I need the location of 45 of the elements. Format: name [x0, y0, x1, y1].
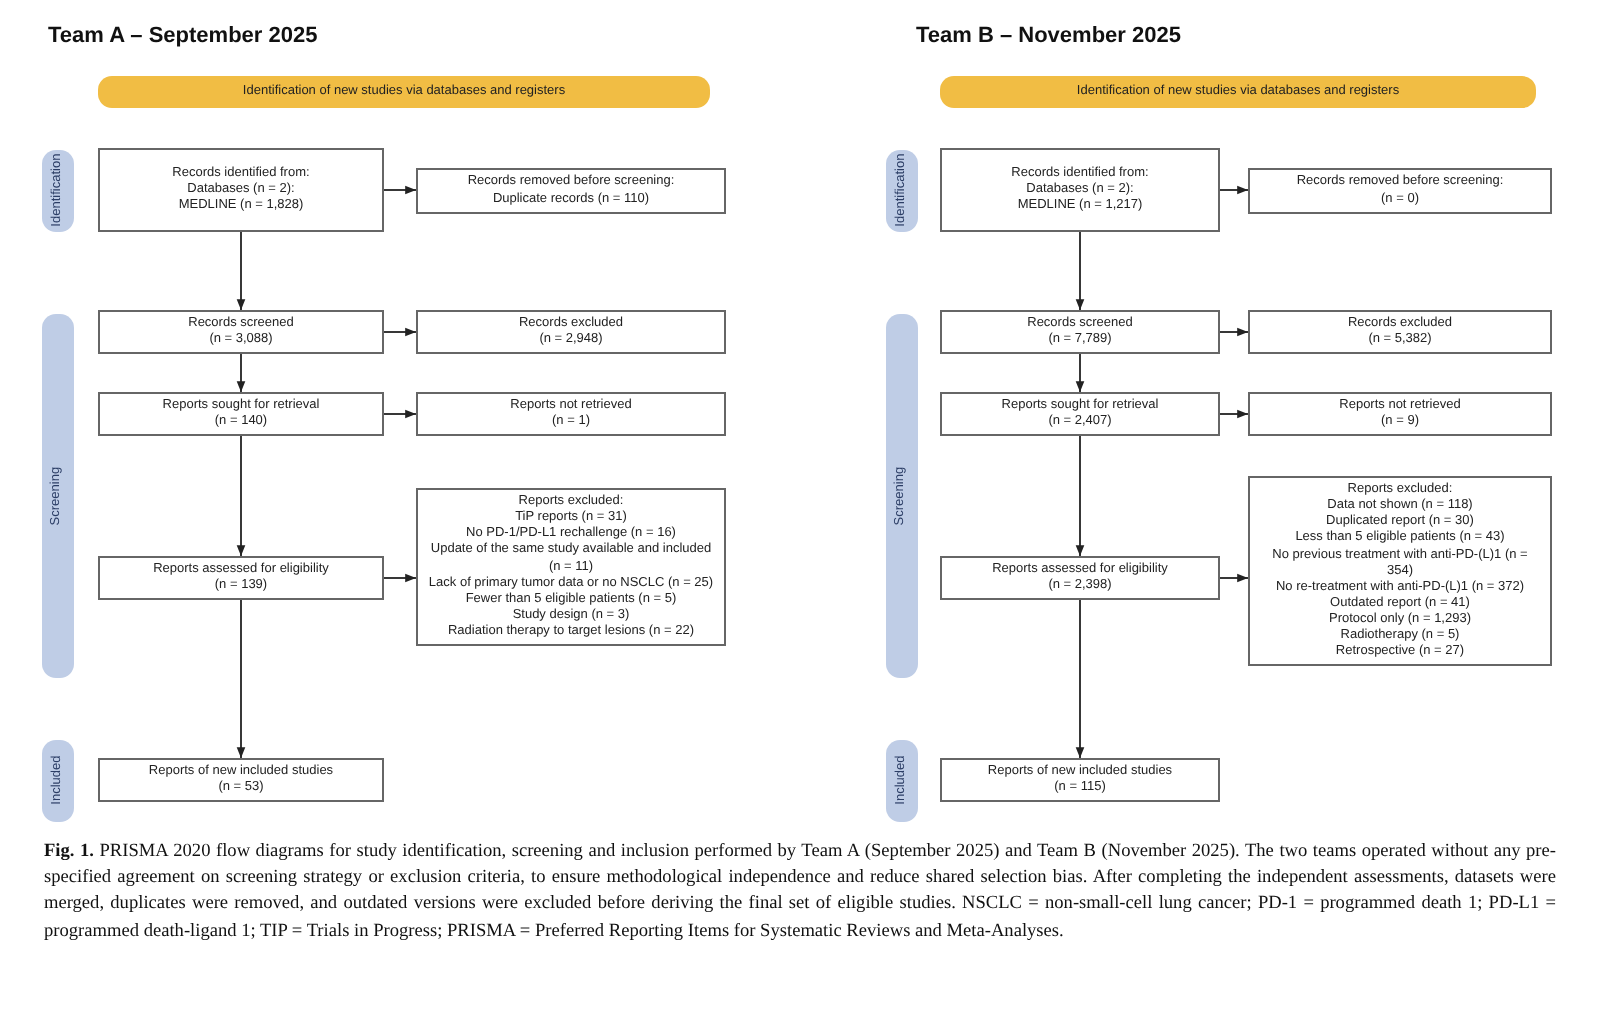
arrow — [236, 353, 246, 393]
panel-title: Team B – November 2025 — [916, 24, 1181, 48]
process-box — [416, 310, 726, 354]
phase-band — [886, 314, 918, 678]
panel-title: Team A – September 2025 — [48, 24, 318, 48]
process-box — [416, 488, 726, 647]
arrow — [383, 327, 417, 337]
arrow — [1219, 327, 1249, 337]
arrow — [236, 435, 246, 557]
figure-caption: Fig. 1. PRISMA 2020 flow diagrams for study identification, screening and inclusion performed by Team A (September 2025) and Team B (November 2025). The two teams operated without any pre-specified agreement on screening strategy or exclusion criteria, to ensure methodological independence and reduce shared selection bias. After completing the independent assessments, datasets were merged, duplicates were removed, and outdated versions were excluded before deriving the final set of eligible studies. NSCLC = non-small-cell lung cancer; PD-1 = programmed death 1; PD-L1 = programmed death-ligand 1; TIP = Trials in Progress; PRISMA = Preferred Reporting Items for Systematic Reviews and Meta-Analyses. — [44, 840, 1556, 946]
arrow — [1219, 409, 1249, 419]
arrow — [383, 573, 417, 583]
arrow — [383, 185, 417, 195]
process-box — [98, 310, 384, 354]
process-box — [98, 148, 384, 232]
process-box — [940, 392, 1220, 436]
process-box — [1248, 310, 1552, 354]
phase-band — [42, 740, 74, 822]
section-banner — [940, 76, 1536, 108]
process-box — [1248, 476, 1552, 667]
arrow — [236, 599, 246, 759]
phase-band — [886, 150, 918, 232]
arrow — [1075, 599, 1085, 759]
phase-band — [42, 314, 74, 678]
arrow — [1219, 573, 1249, 583]
arrow — [1075, 435, 1085, 557]
process-box — [940, 310, 1220, 354]
arrow — [383, 409, 417, 419]
process-box — [1248, 168, 1552, 214]
arrow — [1075, 353, 1085, 393]
arrow — [1219, 185, 1249, 195]
arrow — [1075, 231, 1085, 311]
process-box — [1248, 392, 1552, 436]
process-box — [98, 556, 384, 600]
phase-band — [42, 150, 74, 232]
phase-band — [886, 740, 918, 822]
process-box — [940, 148, 1220, 232]
process-box — [98, 758, 384, 802]
process-box — [416, 392, 726, 436]
section-banner — [98, 76, 710, 108]
arrow — [236, 231, 246, 311]
process-box — [940, 556, 1220, 600]
process-box — [98, 392, 384, 436]
process-box — [416, 168, 726, 214]
process-box — [940, 758, 1220, 802]
